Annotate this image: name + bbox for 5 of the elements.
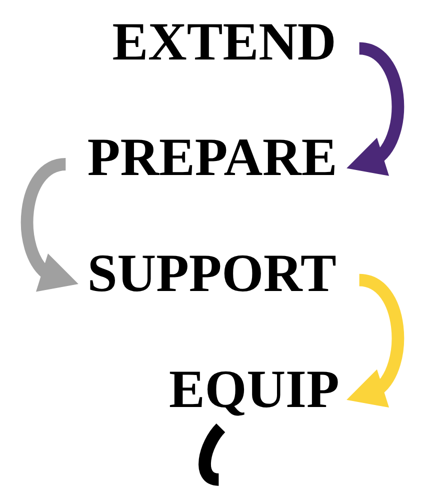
node-text: PREPARE xyxy=(86,127,337,188)
node-text: EQUIP xyxy=(168,358,339,419)
node-text: SUPPORT xyxy=(86,243,336,304)
connector xyxy=(198,424,225,486)
node-text: EXTEND xyxy=(112,11,336,72)
